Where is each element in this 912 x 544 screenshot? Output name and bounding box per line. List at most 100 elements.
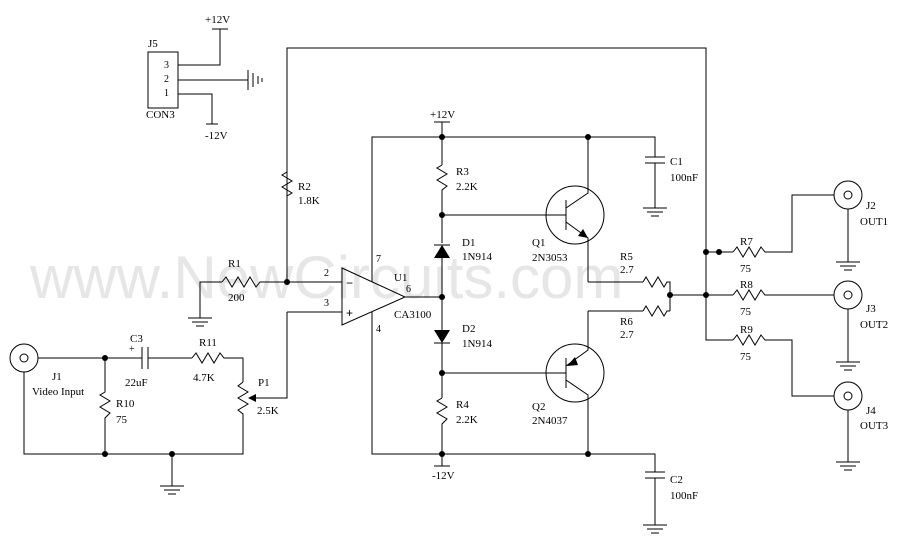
c1-ref: C1 xyxy=(670,156,683,168)
q1-ref: Q1 xyxy=(532,237,545,249)
c3-ref: C3 xyxy=(130,333,143,345)
r10-ref: R10 xyxy=(116,398,135,410)
j5-pin1-label: 1 xyxy=(164,88,169,99)
u1-ref: U1 xyxy=(394,272,407,284)
bnc-j3 xyxy=(833,280,863,371)
q2-part: 2N4037 xyxy=(532,415,568,427)
c3-plus: + xyxy=(129,344,135,355)
capacitor-c1 xyxy=(643,156,667,217)
j5-ref: J5 xyxy=(148,38,158,50)
j4-name: OUT3 xyxy=(860,420,889,432)
r9-left-wire xyxy=(705,295,733,341)
ground-symbol-j5 xyxy=(247,70,263,90)
u1-part: CA3100 xyxy=(394,309,432,321)
feedback-wire xyxy=(286,47,707,295)
r3-ref: R3 xyxy=(456,166,469,178)
watermark: www.NewCircuits.com xyxy=(29,244,623,311)
r5-ref: R5 xyxy=(620,251,633,263)
r1-ref: R1 xyxy=(228,258,241,270)
opamp-minus-sign: − xyxy=(346,276,353,290)
r2-value: 1.8K xyxy=(298,195,320,207)
r1-value: 200 xyxy=(228,292,245,304)
j1-name: Video Input xyxy=(32,386,84,398)
r4-ref: R4 xyxy=(456,399,469,411)
p1-ref: P1 xyxy=(258,377,270,389)
junction-dots xyxy=(102,134,722,457)
r8-value: 75 xyxy=(740,306,752,318)
j3-name: OUT2 xyxy=(860,319,888,331)
j4-ref: J4 xyxy=(866,405,876,417)
resistor-r7 xyxy=(732,194,834,258)
resistor-r1 xyxy=(221,276,287,288)
diode-d2 xyxy=(434,297,450,398)
c2-ref: C2 xyxy=(670,474,683,486)
d2-part: 1N914 xyxy=(462,338,492,350)
resistor-r4 xyxy=(436,397,448,454)
bnc-j1 xyxy=(9,343,39,373)
vneg-label-top: -12V xyxy=(205,130,228,142)
capacitor-c3 xyxy=(135,347,192,369)
r7-value: 75 xyxy=(740,263,752,275)
j5-pin3-label: 3 xyxy=(164,60,169,71)
u1-pin3: 3 xyxy=(324,298,329,309)
d1-ref: D1 xyxy=(462,237,475,249)
transistor-q2 xyxy=(545,311,605,454)
c3-value: 22uF xyxy=(125,377,148,389)
r8-ref: R8 xyxy=(740,279,753,291)
r9-value: 75 xyxy=(740,351,752,363)
diode-d1 xyxy=(434,244,450,297)
r2-ref: R2 xyxy=(298,181,311,193)
r10-value: 75 xyxy=(116,414,128,426)
vpos-rail xyxy=(371,136,656,282)
r11-value: 4.7K xyxy=(193,372,215,384)
r5-value: 2.7 xyxy=(620,264,634,276)
j2-name: OUT1 xyxy=(860,216,888,228)
r6-value: 2.7 xyxy=(620,329,634,341)
c2-value: 100nF xyxy=(670,490,698,502)
r4-value: 2.2K xyxy=(456,414,478,426)
r6-ref: R6 xyxy=(620,316,633,328)
bnc-j2 xyxy=(833,180,863,271)
vneg-label-rail: -12V xyxy=(432,470,455,482)
q1-part: 2N3053 xyxy=(532,252,568,264)
r11-ref: R11 xyxy=(199,337,217,349)
resistor-r5 xyxy=(642,276,671,311)
j2-ref: J2 xyxy=(866,200,876,212)
r3-value: 2.2K xyxy=(456,181,478,193)
j5-part: CON3 xyxy=(146,109,175,121)
r9-ref: R9 xyxy=(740,324,753,336)
opamp-u1: − + xyxy=(341,267,407,326)
power-wiring-j5 xyxy=(178,28,248,125)
connector-j5: J5 CON3 3 2 1 xyxy=(146,38,179,121)
resistor-r9 xyxy=(732,334,834,397)
capacitor-c2 xyxy=(643,471,667,534)
d1-part: 1N914 xyxy=(462,251,492,263)
u1-pin2: 2 xyxy=(324,268,329,279)
vneg-rail xyxy=(371,312,656,472)
opamp-plus-sign: + xyxy=(346,306,353,320)
u1-pin7: 7 xyxy=(376,254,381,265)
u1-pin4: 4 xyxy=(376,324,381,335)
resistor-r10 xyxy=(99,358,111,454)
ground-symbol-input xyxy=(160,454,184,495)
q2-ref: Q2 xyxy=(532,401,545,413)
bnc-j4 xyxy=(833,381,863,471)
ground-symbol-r1 xyxy=(188,317,212,327)
input-ground-wire xyxy=(23,372,244,455)
j5-pin2-label: 2 xyxy=(164,74,169,85)
j3-ref: J3 xyxy=(866,303,876,315)
c1-value: 100nF xyxy=(670,172,698,184)
u1-pin6: 6 xyxy=(406,284,411,295)
resistor-r8 xyxy=(732,289,834,301)
j1-ref: J1 xyxy=(52,371,62,383)
p1-value: 2.5K xyxy=(257,405,279,417)
potentiometer-p1 xyxy=(237,312,288,420)
r1-ground-wire xyxy=(199,281,222,318)
transistor-q1 xyxy=(545,137,605,282)
r7-ref: R7 xyxy=(740,236,753,248)
d2-ref: D2 xyxy=(462,323,475,335)
vpos-label-top: +12V xyxy=(205,14,230,26)
resistor-r3 xyxy=(436,164,448,243)
vpos-label-rail: +12V xyxy=(430,109,455,121)
